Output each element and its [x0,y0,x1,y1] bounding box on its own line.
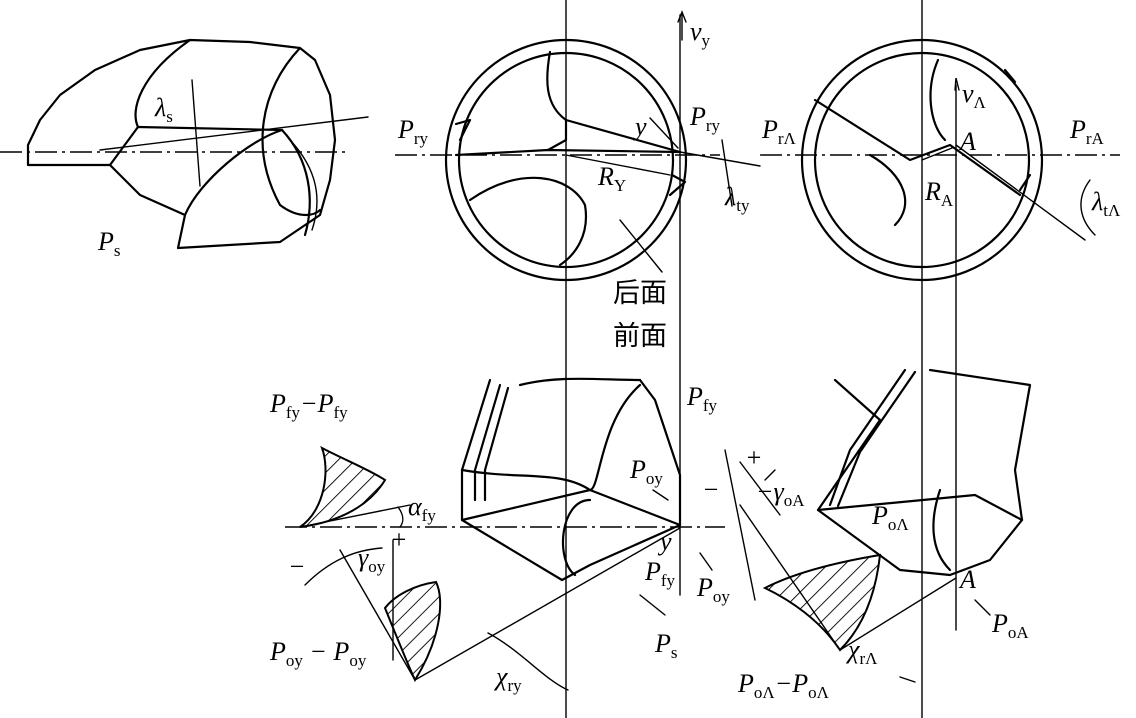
label-PoA-bottom: PoA [991,609,1029,642]
label-PoA-mid: PoΛ [871,501,909,534]
label-y-bottom: y [657,527,672,556]
label-RY: RY [597,162,626,195]
label-plus-right: + [745,443,763,472]
label-A-top: A [958,127,976,156]
label-Pfy-top: Pfy [686,382,718,415]
label-hou-mian: 后面 [613,278,667,308]
label-Pry-right: Pry [689,102,721,135]
label-qian-mian: 前面 [613,321,667,351]
section-Pfy [299,445,411,528]
label-vy: vy [690,17,711,50]
label-lambda-ty: λty [724,182,750,215]
drill-body-view-y [285,377,725,582]
drill-body-view-A [724,368,1032,652]
label-kappa-ry: χry [493,662,522,695]
label-minus-right: − [702,475,720,504]
label-minus-left: − [288,552,306,581]
label-RA: RA [924,177,954,210]
label-gamma-oA: −γoA [756,477,805,510]
leader-lines [639,489,991,683]
label-gamma-oy: γoy [358,543,386,576]
label-lambda-tA: λtΛ [1091,187,1121,220]
label-Poy-bottom: Poy [696,573,730,606]
label-y-top: y [632,112,647,141]
label-Pfy-section: Pfy−Pfy [269,389,348,422]
label-A-bottom: A [958,565,976,594]
label-Pry-left: Pry [397,115,429,148]
label-vA: vΛ [962,79,987,112]
drill-end-view-A [760,0,1120,718]
label-Poy-section: Poy − Poy [269,637,367,670]
label-lambda-s: λs [154,93,173,126]
label-Ps-bottom: Ps [654,629,678,662]
label-alpha-fy: αfy [408,492,436,525]
label-plus-left: + [390,525,408,554]
label-PrA-left: PrΛ [761,115,797,148]
label-PrA-right: PrA [1069,115,1105,148]
label-Ps-left: Ps [97,227,121,260]
label-PoA-section: PoΛ−PoΛ [737,669,830,702]
figure-labels: Ps λs Pry y Pry RY λty vy 后面 前面 PrΛ PrA … [97,17,1121,702]
label-Poy-mid: Poy [629,455,663,488]
drill-end-view-y [395,0,761,718]
drill-side-view [0,38,369,250]
section-Poy [304,527,681,691]
label-Pfy-bottom: Pfy [644,557,676,590]
label-kappa-rA: χrΛ [845,635,878,668]
